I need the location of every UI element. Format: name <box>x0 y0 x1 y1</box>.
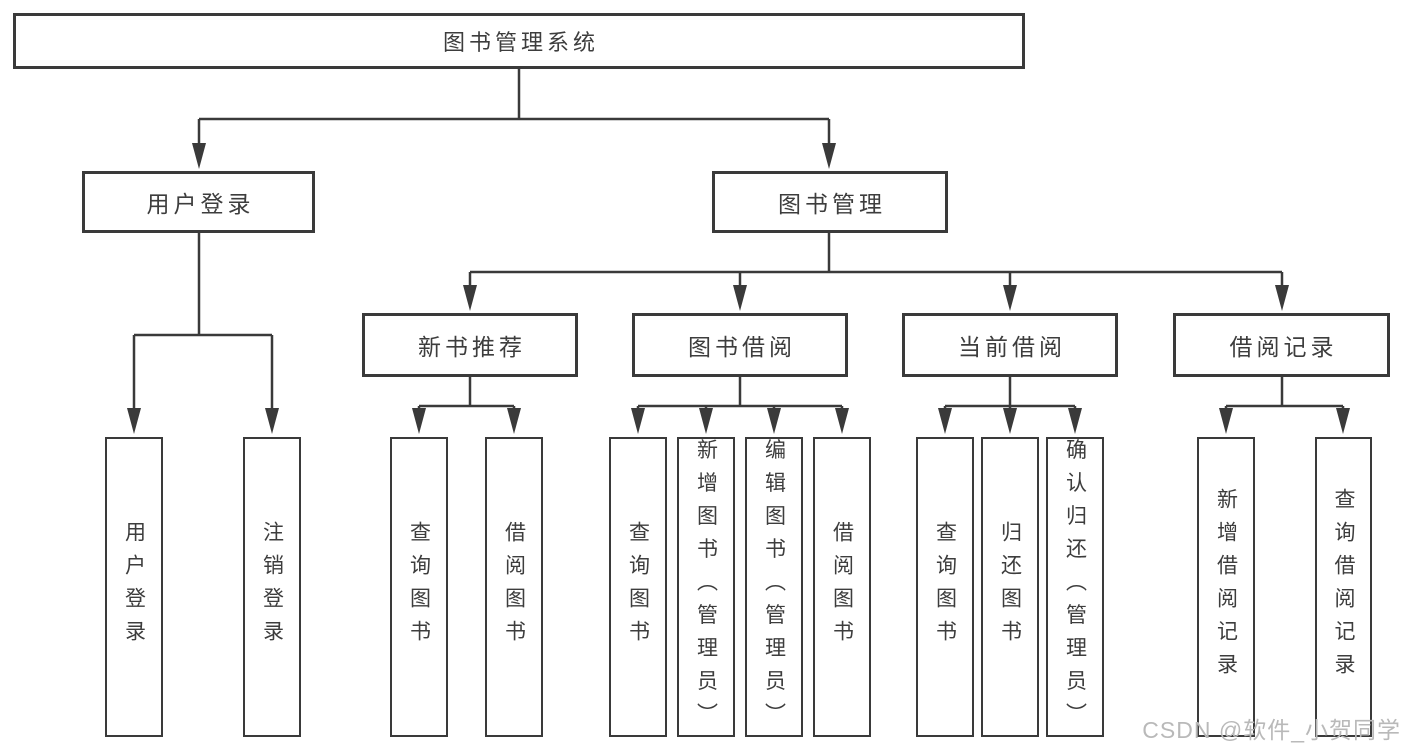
leaf-add-borrow-record: 新增借阅记录 <box>1197 437 1255 737</box>
leaf-borrow-books: 借阅图书 <box>813 437 871 737</box>
node-current-borrowing: 当前借阅 <box>902 313 1118 377</box>
leaf-edit-books-admin-label: 编辑图书（管理员） <box>762 438 786 736</box>
leaf-borrow-books-recommend-label: 借阅图书 <box>502 521 526 653</box>
leaf-add-books-admin: 新增图书（管理员） <box>677 437 735 737</box>
node-user-login: 用户登录 <box>82 171 315 233</box>
leaf-query-books-borrow-label: 查询图书 <box>626 521 650 653</box>
node-new-book-recommend: 新书推荐 <box>362 313 578 377</box>
node-book-management: 图书管理 <box>712 171 948 233</box>
arrowheads <box>127 143 1350 434</box>
leaf-confirm-return-admin: 确认归还（管理员） <box>1046 437 1104 737</box>
leaf-query-books-borrow: 查询图书 <box>609 437 667 737</box>
leaf-query-borrow-record-label: 查询借阅记录 <box>1332 488 1355 686</box>
leaf-return-books-label: 归还图书 <box>998 521 1022 653</box>
node-borrowing-records: 借阅记录 <box>1173 313 1390 377</box>
leaf-query-books-recommend-label: 查询图书 <box>407 521 431 653</box>
leaf-add-borrow-record-label: 新增借阅记录 <box>1214 488 1238 686</box>
node-book-borrowing: 图书借阅 <box>632 313 848 377</box>
leaf-edit-books-admin: 编辑图书（管理员） <box>745 437 803 737</box>
leaf-logout-label: 注销登录 <box>260 521 284 653</box>
node-root: 图书管理系统 <box>13 13 1025 69</box>
leaf-user-login-label: 用户登录 <box>122 521 146 653</box>
leaf-logout: 注销登录 <box>243 437 301 737</box>
csdn-watermark: CSDN @软件_小贺同学 <box>1142 717 1401 743</box>
leaf-borrow-books-label: 借阅图书 <box>830 521 854 653</box>
leaf-confirm-return-admin-label: 确认归还（管理员） <box>1063 438 1087 736</box>
leaf-borrow-books-recommend: 借阅图书 <box>485 437 543 737</box>
leaf-query-borrow-record: 查询借阅记录 <box>1315 437 1372 737</box>
leaf-query-books-recommend: 查询图书 <box>390 437 448 737</box>
leaf-user-login: 用户登录 <box>105 437 163 737</box>
leaf-add-books-admin-label: 新增图书（管理员） <box>694 438 718 736</box>
leaf-query-books-current-label: 查询图书 <box>933 521 957 653</box>
leaf-return-books: 归还图书 <box>981 437 1039 737</box>
leaf-query-books-current: 查询图书 <box>916 437 974 737</box>
